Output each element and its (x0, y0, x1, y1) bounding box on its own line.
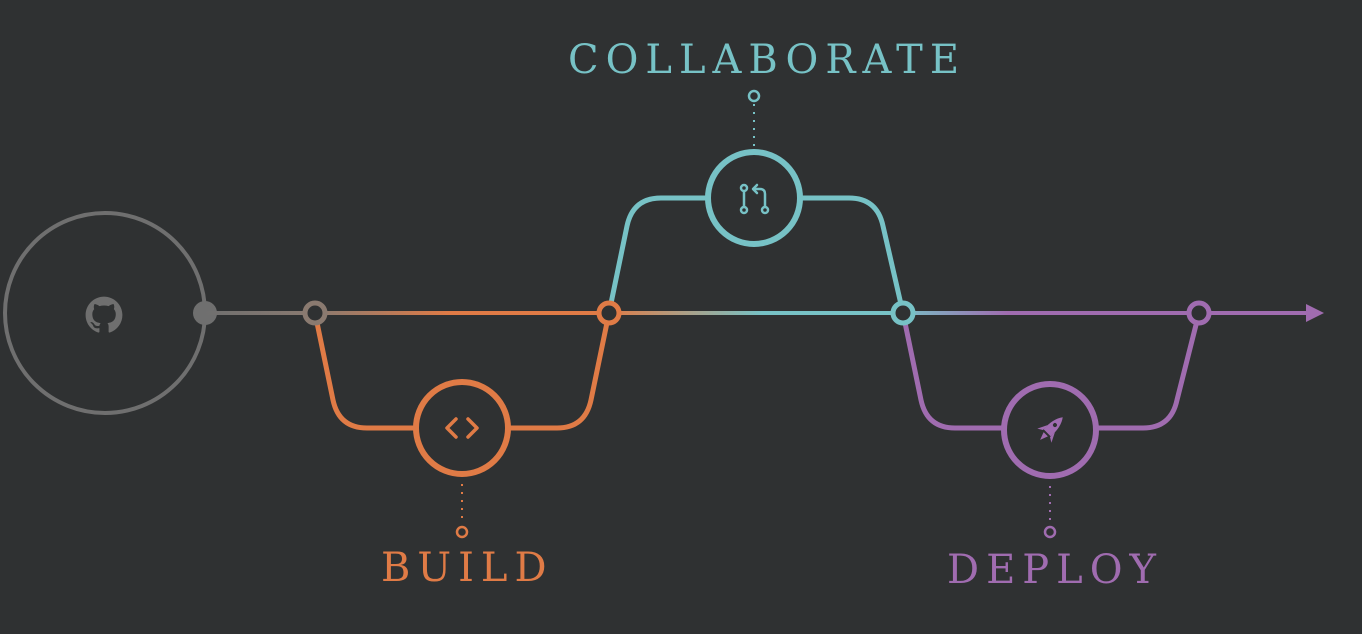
collaborate-branch-path (606, 195, 906, 316)
github-octocat-icon (85, 296, 123, 333)
build-label: BUILD (381, 545, 554, 591)
trunk-arrowhead (1306, 304, 1324, 322)
pull-request-icon (739, 183, 770, 215)
junction-node-4 (1186, 300, 1212, 326)
junction-node-1 (302, 300, 328, 326)
build-stage-ring (413, 379, 511, 477)
deploy-connector-dot (1043, 525, 1057, 539)
build-branch-path (312, 310, 612, 431)
collaborate-stage-ring (705, 149, 803, 247)
deploy-label: DEPLOY (947, 547, 1163, 593)
junction-node-2 (596, 300, 622, 326)
rocket-icon (1037, 417, 1063, 443)
junction-node-3 (890, 300, 916, 326)
code-brackets-icon (445, 417, 479, 439)
collaborate-label: COLLABORATE (568, 37, 967, 83)
collaborate-connector-dot (747, 89, 761, 103)
build-connector-dot (455, 525, 469, 539)
origin-ring (3, 211, 207, 415)
deploy-branch-path (900, 310, 1202, 431)
